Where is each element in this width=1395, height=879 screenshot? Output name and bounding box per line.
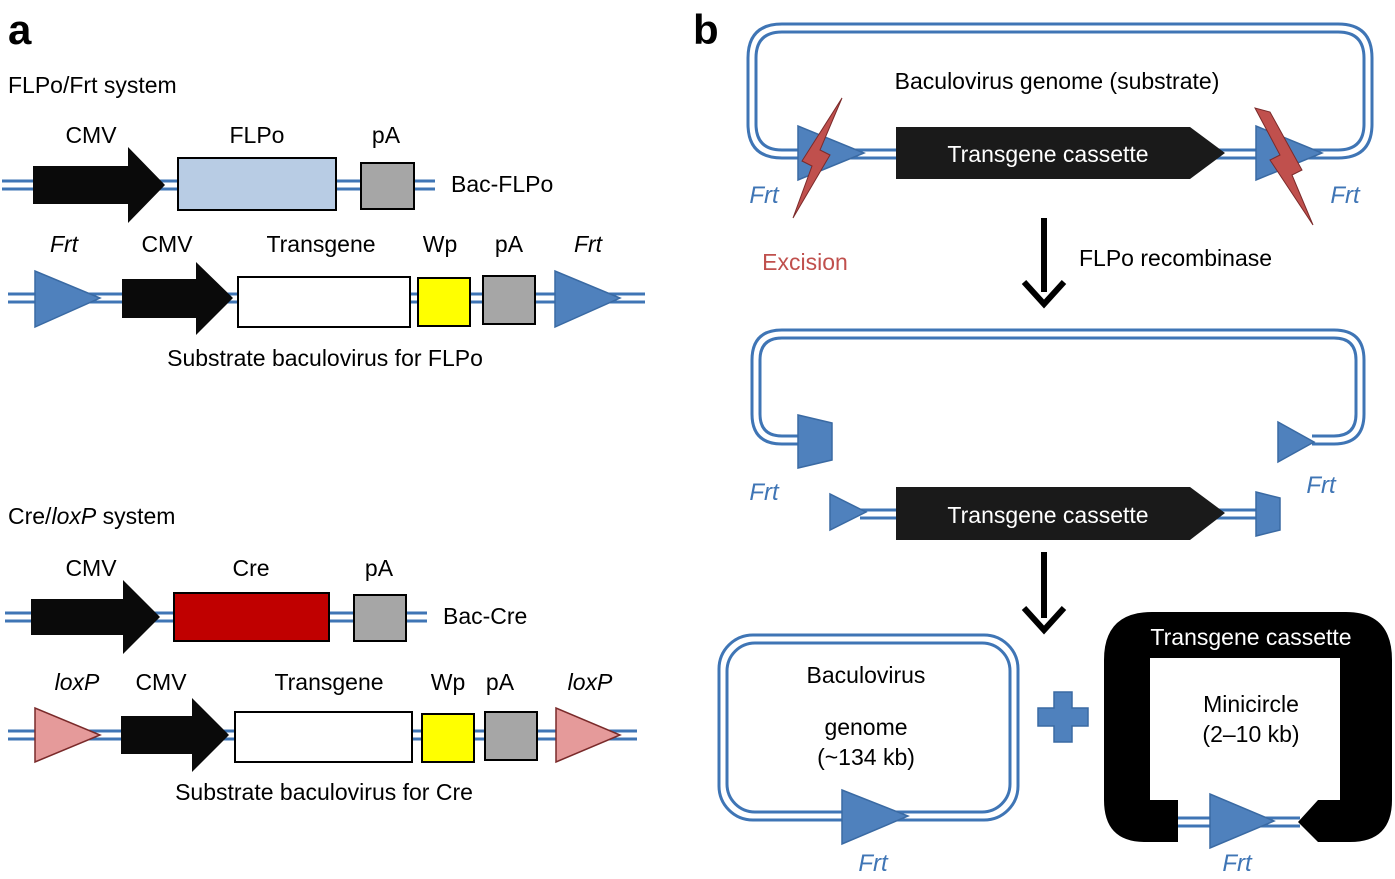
transgene-cassette-band xyxy=(1104,612,1392,842)
bac-cre-name: Bac-Cre xyxy=(443,603,527,629)
loxp-site-left xyxy=(34,706,102,764)
frt-site-right xyxy=(554,269,622,329)
cre-substrate-construct: loxP CMV Transgene Wp pA loxP Substrate … xyxy=(8,669,637,805)
bac-cre-construct: CMV Cre pA Bac-Cre xyxy=(5,555,527,654)
flpo-recombinase-label: FLPo recombinase xyxy=(1079,245,1272,271)
frt-half-site-right xyxy=(1277,420,1316,464)
genome-label-line2: genome xyxy=(824,714,907,740)
pa-label: pA xyxy=(365,555,394,581)
frt-half-site xyxy=(829,492,868,532)
cre-label: Cre xyxy=(232,555,269,581)
plus-icon xyxy=(1037,691,1089,743)
product-arrow xyxy=(1021,552,1067,635)
recombination-arrow: FLPo recombinase xyxy=(1021,218,1272,309)
frt-label: Frt xyxy=(1306,472,1337,499)
pa-label: pA xyxy=(495,231,524,257)
frt-label: Frt xyxy=(1222,850,1253,877)
transgene-box xyxy=(234,711,413,763)
baculovirus-genome-circle: Baculovirus genome (~134 kb) Frt xyxy=(717,633,1020,877)
pa-label: pA xyxy=(372,122,401,148)
flpo-substrate-caption: Substrate baculovirus for FLPo xyxy=(167,345,483,371)
dna-loop-outer xyxy=(754,30,1366,152)
genome-size-label: (~134 kb) xyxy=(817,744,915,770)
cmv-label: CMV xyxy=(65,555,117,581)
opened-genome: Frt Frt xyxy=(749,328,1366,506)
excision-label: Excision xyxy=(762,249,848,275)
bac-flpo-name: Bac-FLPo xyxy=(451,171,553,197)
frt-label: Frt xyxy=(1330,182,1361,209)
pa-label: pA xyxy=(486,669,515,695)
transgene-cassette-label: Transgene cassette xyxy=(947,141,1148,167)
cmv-promoter-arrow xyxy=(33,147,165,223)
transgene-label: Transgene xyxy=(274,669,383,695)
wp-label: Wp xyxy=(423,231,458,257)
frt-label: Frt xyxy=(749,479,780,506)
flp-system-title: FLPo/Frt system xyxy=(8,72,177,98)
minicircle-cassette-label: Transgene cassette xyxy=(1150,624,1351,650)
loxp-label: loxP xyxy=(568,669,613,695)
transgene-cassette-block xyxy=(896,127,1225,179)
flpo-substrate-construct: Frt CMV Transgene Wp pA Frt Substrate ba… xyxy=(8,231,645,371)
pa-box xyxy=(482,275,536,325)
frt-site-left xyxy=(34,269,102,329)
transgene-label: Transgene xyxy=(266,231,375,257)
pa-box xyxy=(360,162,415,210)
frt-half-site-left xyxy=(797,414,833,469)
dna-loop-outer xyxy=(746,22,1374,160)
dna-loop xyxy=(750,328,1366,446)
pa-box xyxy=(484,711,538,761)
excised-cassette: Transgene cassette xyxy=(829,487,1281,540)
frt-label: Frt xyxy=(749,182,780,209)
frt-label: Frt xyxy=(858,850,889,877)
wp-box xyxy=(421,713,475,763)
pa-box xyxy=(353,594,407,642)
flpo-label: FLPo xyxy=(230,122,285,148)
frt-label: Frt xyxy=(574,231,604,257)
panel-b-letter: b xyxy=(693,6,719,53)
minicircle: Transgene cassette Minicircle (2–10 kb) … xyxy=(1104,612,1392,877)
minicircle-size-label: (2–10 kb) xyxy=(1202,721,1299,747)
transgene-cassette-label: Transgene cassette xyxy=(947,502,1148,528)
transgene-cassette-block xyxy=(896,487,1225,540)
bac-flpo-construct: CMV FLPo pA Bac-FLPo xyxy=(2,122,553,223)
frt-label: Frt xyxy=(50,231,80,257)
wp-box xyxy=(417,277,471,327)
frt-site xyxy=(1209,792,1276,850)
baculovirus-genome-substrate: Transgene cassette Baculovirus genome (s… xyxy=(746,22,1374,275)
arrow-head-icon xyxy=(1021,605,1067,635)
cre-gene-box xyxy=(173,592,330,642)
cmv-label: CMV xyxy=(141,231,193,257)
cmv-promoter-arrow xyxy=(122,262,233,335)
cmv-label: CMV xyxy=(65,122,117,148)
cmv-promoter-arrow xyxy=(31,580,160,654)
minicircle-label: Minicircle xyxy=(1203,691,1299,717)
panel-a-letter: a xyxy=(8,6,32,53)
cre-substrate-caption: Substrate baculovirus for Cre xyxy=(175,779,473,805)
loxp-site-right xyxy=(555,706,622,764)
frt-site xyxy=(841,788,910,846)
frt-half-site xyxy=(1255,491,1281,537)
transgene-box xyxy=(237,276,411,328)
wp-label: Wp xyxy=(431,669,466,695)
cre-system-title: Cre/loxP system xyxy=(8,503,175,529)
loxp-label: loxP xyxy=(55,669,100,695)
arrow-head-icon xyxy=(1021,279,1067,309)
excision-bolt-icon xyxy=(1254,107,1314,226)
genome-substrate-label: Baculovirus genome (substrate) xyxy=(895,68,1220,94)
genome-label-line1: Baculovirus xyxy=(807,662,926,688)
cmv-promoter-arrow xyxy=(121,698,229,772)
cmv-label: CMV xyxy=(135,669,187,695)
excision-bolt-icon xyxy=(792,97,843,219)
flpo-gene-box xyxy=(177,157,337,211)
dna-loop xyxy=(758,336,1358,438)
